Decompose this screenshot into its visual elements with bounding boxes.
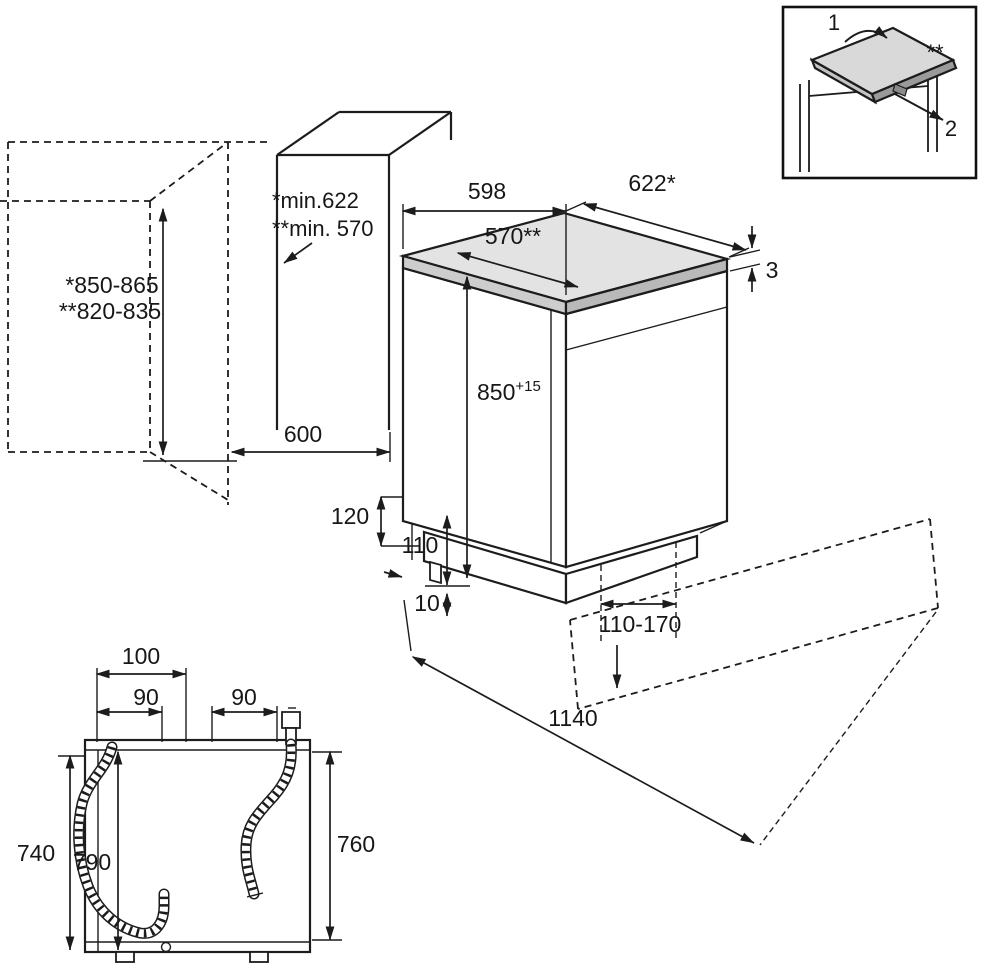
height-tolerance: +15 xyxy=(515,378,540,395)
plinth-recess-120-dimension xyxy=(376,495,420,547)
niche-min-depth-star-label: *min.622 xyxy=(272,188,359,213)
inset-stars-label: ** xyxy=(926,40,944,65)
open-door-1140-dimension xyxy=(403,599,755,844)
rear-foot-right xyxy=(249,951,269,963)
height-value: 850 xyxy=(477,379,515,405)
rear-view: 100 90 90 740 790 760 xyxy=(17,643,375,963)
top-gap-3-label: 3 xyxy=(766,257,779,283)
kitchen-counter-outline xyxy=(0,141,272,505)
foot-adjust-10-label: 10 xyxy=(414,590,440,616)
rear-dim-100-label: 100 xyxy=(122,643,160,669)
plinth-depth-range-label: 110-170 xyxy=(599,611,682,637)
plinth-recess-120-label: 120 xyxy=(331,503,369,529)
rear-dim-90-left-label: 90 xyxy=(133,684,159,710)
dishwasher-front-face xyxy=(564,269,729,569)
inner-width-570-label: 570** xyxy=(485,223,541,249)
rear-dim-740 xyxy=(58,754,84,951)
plinth-height-110-label: 110 xyxy=(402,532,439,558)
rear-dim-90-right-label: 90 xyxy=(231,684,257,710)
rear-cabinet-outline xyxy=(83,738,312,954)
worktop-latch xyxy=(892,83,908,97)
dishwasher-body xyxy=(398,211,732,605)
inset-step1-label: 1 xyxy=(828,10,840,35)
drain-outlet xyxy=(160,941,172,953)
worktop-removal-inset: 1 ** 2 xyxy=(781,5,978,180)
dishwasher-side-face xyxy=(401,266,568,569)
depth-622-label: 622* xyxy=(628,170,675,196)
open-door-1140-label: 1140 xyxy=(548,705,597,731)
drain-hose xyxy=(73,741,170,939)
rear-dim-740-label: 740 xyxy=(17,840,55,866)
rear-dim-790-label: 790 xyxy=(73,849,111,875)
height-850-label: 850+15 xyxy=(477,378,541,405)
dishwasher-plinth-front xyxy=(564,534,699,605)
rear-foot-left xyxy=(115,951,135,963)
rear-dim-760-label: 760 xyxy=(337,831,375,857)
rear-dim-100 xyxy=(95,668,187,742)
dishwasher-foot xyxy=(429,560,442,585)
slide-arrow xyxy=(894,93,944,121)
inner-width-570-dimension xyxy=(456,252,579,288)
counter-height-doublestar-label: **820-835 xyxy=(59,298,161,324)
inlet-hose xyxy=(240,738,297,900)
rear-dim-90-right xyxy=(210,706,278,742)
top-gap-3-dimension xyxy=(729,226,761,292)
rotate-arrow xyxy=(844,26,888,43)
niche-outline xyxy=(275,110,453,430)
niche-min-depth-doublestar-label: **min. 570 xyxy=(272,216,374,241)
plinth-adjust-arrow xyxy=(383,569,403,578)
rear-dim-90-left xyxy=(95,706,163,742)
counter-height-star-label: *850-865 xyxy=(65,272,158,298)
rear-dim-760 xyxy=(312,750,342,941)
counter-depth-label: 600 xyxy=(284,421,322,447)
inset-step2-label: 2 xyxy=(945,116,957,141)
width-598-label: 598 xyxy=(468,178,506,204)
depth-622-dimension xyxy=(565,201,750,258)
counter-depth-dimension xyxy=(230,432,391,462)
foot-adjust-10-dimension xyxy=(383,569,452,617)
inset-worktop xyxy=(809,26,958,105)
